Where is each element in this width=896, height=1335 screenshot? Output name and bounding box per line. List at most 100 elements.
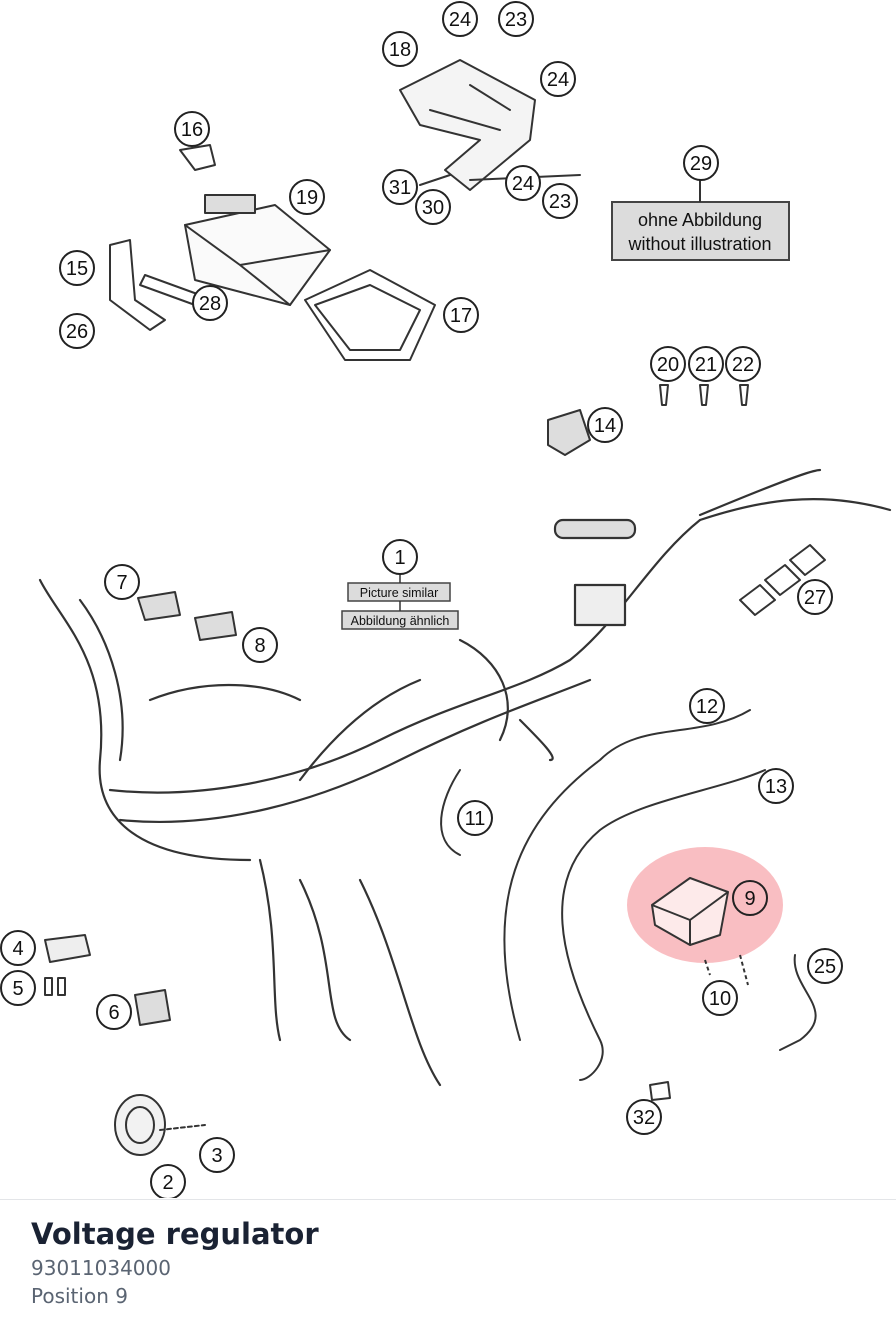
callout-circle bbox=[382, 539, 418, 575]
callout-circle bbox=[199, 1137, 235, 1173]
callout-31[interactable]: 31 bbox=[382, 169, 418, 205]
callout-25[interactable]: 25 bbox=[807, 948, 843, 984]
callout-circle bbox=[688, 346, 724, 382]
callout-number: 11 bbox=[465, 808, 486, 830]
callout-circle bbox=[807, 948, 843, 984]
callout-circle bbox=[382, 31, 418, 67]
callout-number: 28 bbox=[199, 293, 221, 315]
callout-7[interactable]: 7 bbox=[104, 564, 140, 600]
callout-circle bbox=[457, 800, 493, 836]
note-29-line1: ohne Abbildung bbox=[638, 210, 762, 230]
callout-number: 17 bbox=[450, 305, 472, 327]
callout-24[interactable]: 24 bbox=[540, 61, 576, 97]
callout-number: 9 bbox=[744, 888, 755, 910]
part-position: Position 9 bbox=[31, 1284, 128, 1308]
callout-number: 26 bbox=[66, 321, 88, 343]
callout-26[interactable]: 26 bbox=[59, 313, 95, 349]
callout-3[interactable]: 3 bbox=[199, 1137, 235, 1173]
voltage-regulator-highlight[interactable] bbox=[627, 847, 783, 986]
callout-circle bbox=[732, 880, 768, 916]
note-1-line2: Abbildung ähnlich bbox=[351, 614, 450, 628]
callout-32[interactable]: 32 bbox=[626, 1099, 662, 1135]
callout-9[interactable]: 9 bbox=[732, 880, 768, 916]
callout-1[interactable]: 1 bbox=[382, 539, 418, 575]
callout-number: 2 bbox=[162, 1172, 173, 1194]
callout-29[interactable]: 29 bbox=[683, 145, 719, 181]
callout-8[interactable]: 8 bbox=[242, 627, 278, 663]
part-name: Voltage regulator bbox=[31, 1217, 319, 1251]
callout-24[interactable]: 24 bbox=[505, 165, 541, 201]
callout-23[interactable]: 23 bbox=[498, 1, 534, 37]
bracket-drawing bbox=[399, 59, 581, 191]
callout-22[interactable]: 22 bbox=[725, 346, 761, 382]
callout-number: 13 bbox=[765, 776, 787, 798]
callout-21[interactable]: 21 bbox=[688, 346, 724, 382]
callout-number: 30 bbox=[422, 197, 444, 219]
callout-27[interactable]: 27 bbox=[797, 579, 833, 615]
callout-14[interactable]: 14 bbox=[587, 407, 623, 443]
part-info-panel: Voltage regulator 93011034000 Position 9 bbox=[31, 1214, 861, 1310]
callout-circle bbox=[650, 346, 686, 382]
callout-11[interactable]: 11 bbox=[457, 800, 493, 836]
callout-28[interactable]: 28 bbox=[192, 285, 228, 321]
callout-30[interactable]: 30 bbox=[415, 189, 451, 225]
relay-drawing bbox=[547, 409, 591, 456]
callout-number: 24 bbox=[449, 9, 471, 31]
callout-circle bbox=[758, 768, 794, 804]
callout-circle bbox=[242, 627, 278, 663]
callout-number: 24 bbox=[512, 173, 534, 195]
battery-holder-drawing bbox=[304, 269, 436, 361]
callout-16[interactable]: 16 bbox=[174, 111, 210, 147]
callout-6[interactable]: 6 bbox=[96, 994, 132, 1030]
callout-circle bbox=[542, 183, 578, 219]
callout-circle bbox=[725, 346, 761, 382]
callout-15[interactable]: 15 bbox=[59, 250, 95, 286]
note-29-line2: without illustration bbox=[627, 234, 771, 254]
callout-circle bbox=[505, 165, 541, 201]
callout-4[interactable]: 4 bbox=[0, 930, 36, 966]
callout-number: 18 bbox=[389, 39, 411, 61]
callout-circle bbox=[59, 313, 95, 349]
callout-circle bbox=[289, 179, 325, 215]
part-number: 93011034000 bbox=[31, 1256, 171, 1280]
wiring-harness-diagram: ohne Abbildung without illustration Pict… bbox=[0, 1, 892, 1198]
callout-10[interactable]: 10 bbox=[702, 980, 738, 1016]
callout-number: 15 bbox=[66, 258, 88, 280]
callout-24[interactable]: 24 bbox=[442, 1, 478, 37]
note-1-box: Picture similar Abbildung ähnlich bbox=[341, 573, 459, 630]
callout-20[interactable]: 20 bbox=[650, 346, 686, 382]
callout-number: 14 bbox=[594, 415, 616, 437]
callout-number: 7 bbox=[116, 572, 127, 594]
part-4-drawing bbox=[44, 934, 91, 963]
callout-number: 8 bbox=[254, 635, 265, 657]
nut-32-drawing bbox=[649, 1081, 671, 1101]
cable-25-drawing bbox=[779, 954, 817, 1051]
callout-18[interactable]: 18 bbox=[382, 31, 418, 67]
cable-12-drawing bbox=[503, 709, 751, 1041]
callout-circle bbox=[797, 579, 833, 615]
connectors-27-drawing bbox=[739, 544, 826, 616]
clips-drawing bbox=[659, 384, 749, 406]
callout-number: 31 bbox=[389, 177, 411, 199]
callout-2[interactable]: 2 bbox=[150, 1164, 186, 1198]
connector-7-drawing bbox=[137, 591, 181, 621]
callout-number: 29 bbox=[690, 153, 712, 175]
callout-circle bbox=[174, 111, 210, 147]
callout-number: 24 bbox=[547, 69, 569, 91]
callout-number: 16 bbox=[181, 119, 203, 141]
callout-5[interactable]: 5 bbox=[0, 970, 36, 1006]
callout-12[interactable]: 12 bbox=[689, 688, 725, 724]
callout-23[interactable]: 23 bbox=[542, 183, 578, 219]
connector-8-drawing bbox=[194, 611, 237, 641]
callout-number: 32 bbox=[633, 1107, 655, 1129]
callout-number: 23 bbox=[505, 9, 527, 31]
callout-19[interactable]: 19 bbox=[289, 179, 325, 215]
cable-11-drawing bbox=[440, 769, 461, 856]
callout-number: 12 bbox=[696, 696, 718, 718]
callout-circle bbox=[702, 980, 738, 1016]
callout-17[interactable]: 17 bbox=[443, 297, 479, 333]
callout-13[interactable]: 13 bbox=[758, 768, 794, 804]
callout-number: 27 bbox=[804, 587, 826, 609]
main-harness-drawing bbox=[38, 468, 892, 1087]
callout-number: 10 bbox=[709, 988, 731, 1010]
